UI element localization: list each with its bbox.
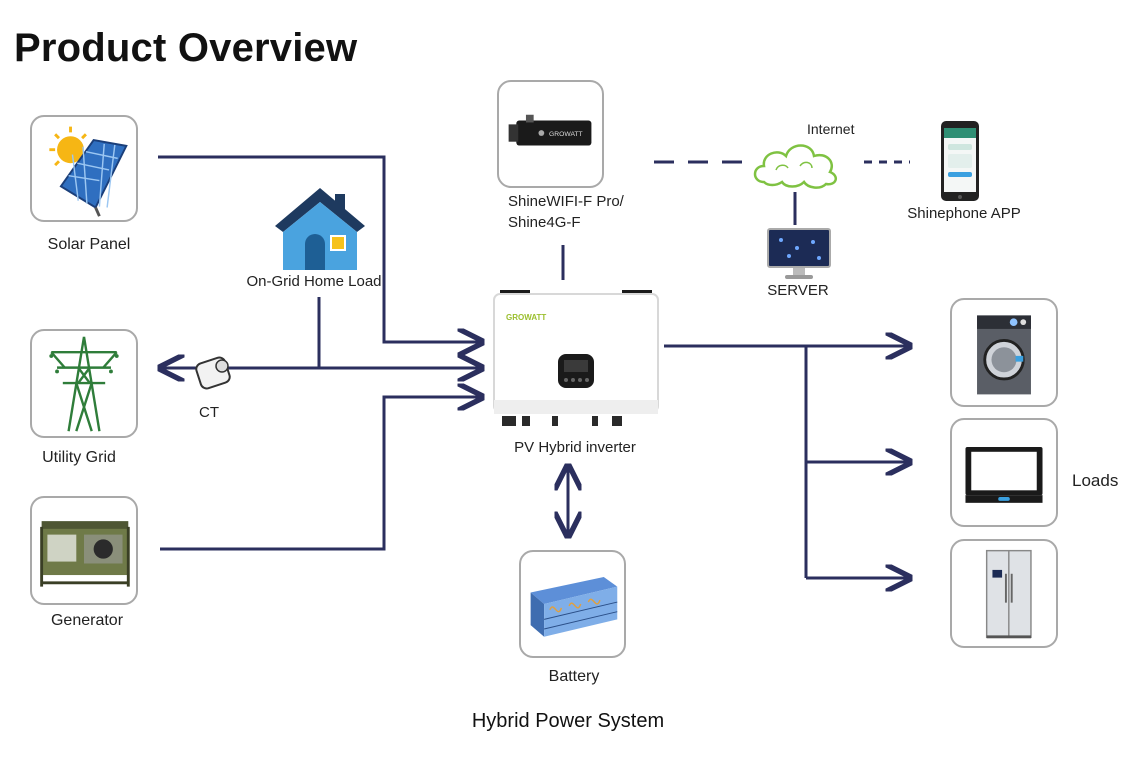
ct-label: CT [199, 404, 219, 421]
tv-icon [965, 446, 1043, 503]
shine-wifi-label-line1: ShineWIFI-F Pro/ [508, 193, 624, 210]
server-monitor-icon [767, 228, 831, 279]
ct-clamp-icon [195, 356, 231, 390]
load-washer-box [950, 298, 1058, 407]
washing-machine-icon [977, 315, 1031, 395]
smartphone-icon [941, 121, 979, 201]
inverter-icon: GROWATT [493, 290, 659, 426]
diagram-caption: Hybrid Power System [471, 710, 665, 732]
solar-panel-label: Solar Panel [47, 236, 131, 253]
solar-panel-box [30, 115, 138, 222]
shinephone-label: Shinephone APP [907, 205, 1021, 222]
page-title: Product Overview [14, 26, 358, 70]
generator-box [30, 496, 138, 605]
wifi-dongle-icon: GROWATT [508, 114, 592, 146]
house-icon [275, 188, 365, 270]
svg-text:GROWATT: GROWATT [506, 313, 546, 322]
utility-grid-box [30, 329, 138, 438]
load-tv-box [950, 418, 1058, 527]
loads-label: Loads [1072, 471, 1119, 490]
refrigerator-icon [985, 549, 1032, 639]
battery-icon [530, 577, 618, 637]
server-label: SERVER [767, 282, 829, 299]
utility-grid-label: Utility Grid [42, 449, 116, 466]
cloud-icon [753, 144, 838, 189]
generator-label: Generator [50, 612, 124, 629]
battery-label: Battery [548, 668, 600, 685]
pylon-icon [49, 336, 119, 432]
generator-icon [40, 521, 130, 587]
load-fridge-box [950, 539, 1058, 648]
shine-wifi-box: GROWATT [497, 80, 604, 188]
solar-panel-icon [49, 126, 128, 217]
inverter-label: PV Hybrid inverter [514, 439, 636, 456]
home-load-label: On-Grid Home Load [246, 273, 382, 290]
internet-label: Internet [807, 121, 855, 137]
battery-box [519, 550, 626, 658]
svg-text:GROWATT: GROWATT [549, 131, 583, 138]
shine-wifi-label-line2: Shine4G-F [508, 214, 581, 231]
